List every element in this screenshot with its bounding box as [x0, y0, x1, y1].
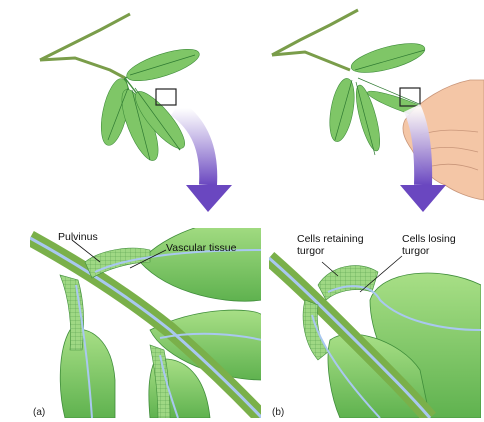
label-cells-losing-line2: turgor: [402, 246, 429, 257]
label-cells-losing-line1: Cells losing: [402, 234, 456, 245]
zoom-arrow-icon: [176, 108, 232, 212]
panel-a-letter: (a): [33, 407, 45, 418]
label-pulvinus: Pulvinus: [58, 232, 98, 243]
mimosa-leaf-icon: [40, 14, 203, 165]
label-vascular-tissue: Vascular tissue: [166, 243, 236, 254]
label-cells-retaining-line1: Cells retaining: [297, 234, 364, 245]
label-cells-retaining-line2: turgor: [297, 246, 324, 257]
panel-b-letter: (b): [272, 407, 284, 418]
